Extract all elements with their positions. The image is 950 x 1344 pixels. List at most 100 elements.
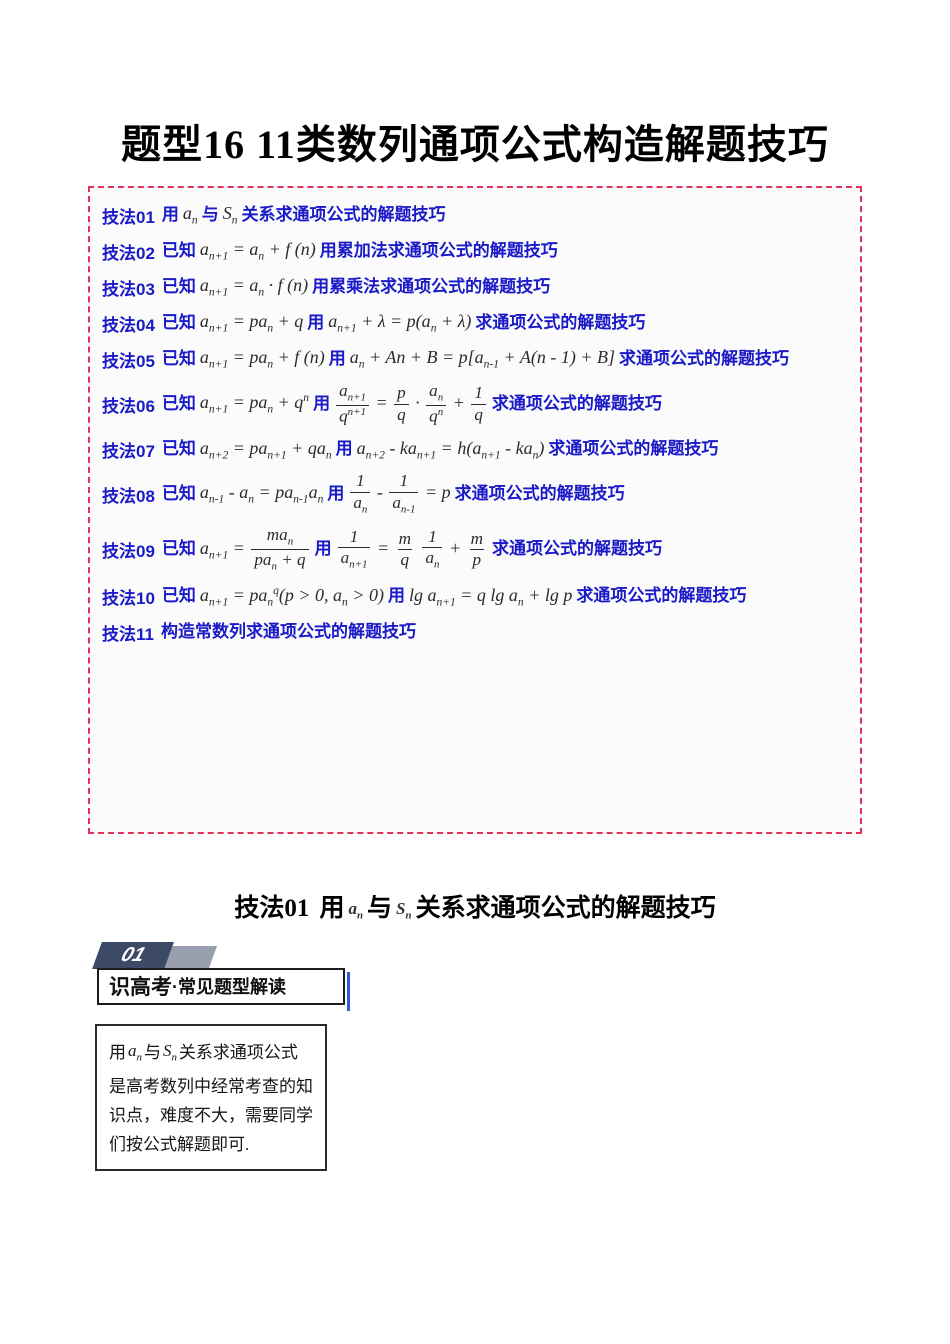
- math-formula: an + An + B = p[an-1 + A(n - 1) + B]: [349, 347, 615, 371]
- chinese-text: 已知: [161, 240, 196, 260]
- chinese-text: 用: [307, 312, 325, 332]
- technique-item: 技法11 构造常数列求通项公式的解题技巧: [102, 619, 850, 645]
- math-formula: an+1 + λ = p(an + λ): [328, 311, 472, 335]
- chinese-text: 求通项公式的解题技巧: [475, 312, 646, 332]
- banner-title-strong: 识高考: [109, 976, 172, 1000]
- chinese-text: 与: [201, 204, 219, 224]
- chinese-text: 与: [143, 1042, 161, 1062]
- chinese-text: 用: [387, 586, 405, 605]
- chinese-text: 用: [314, 539, 332, 559]
- chinese-text: 已知: [161, 348, 196, 368]
- technique-label: 技法10: [102, 588, 155, 608]
- chinese-text: 已知: [161, 312, 196, 332]
- chinese-text: 求通项公式的解题技巧: [618, 348, 789, 368]
- math-formula: an: [348, 899, 364, 922]
- badge-number: 01: [92, 941, 174, 969]
- chinese-text: 与: [367, 895, 393, 922]
- chinese-text: 已知: [161, 539, 196, 559]
- chinese-text: 求通项公式的解题技巧: [491, 393, 662, 413]
- technique-label: 技法05: [102, 351, 155, 371]
- chinese-text: 已知: [161, 483, 196, 503]
- chinese-text: 用: [109, 1042, 126, 1062]
- technique-label: 技法02: [102, 243, 155, 263]
- chinese-text: 用: [335, 438, 353, 458]
- chinese-text: 用: [328, 348, 346, 368]
- math-formula: an+1 = an + f (n): [199, 239, 316, 263]
- chinese-text: 求通项公式的解题技巧: [576, 586, 747, 605]
- technique-label: 技法01: [102, 207, 155, 227]
- chinese-text: 求通项公式的解题技巧: [454, 483, 625, 503]
- chinese-text: 用累加法求通项公式的解题技巧: [319, 240, 558, 260]
- technique-label: 技法08: [102, 486, 155, 506]
- technique-label: 技法09: [102, 542, 155, 562]
- math-formula: an+1 = panq(p > 0, an > 0): [199, 584, 384, 609]
- chinese-text: 求通项公式的解题技巧: [548, 438, 719, 458]
- math-formula: Sn: [222, 203, 238, 227]
- math-formula: Sn: [162, 1040, 177, 1064]
- banner-title-box: 识高考·常见题型解读: [97, 967, 350, 1011]
- math-formula: an+1 = pan + f (n): [199, 347, 325, 371]
- chinese-text: 用累乘法求通项公式的解题技巧: [312, 276, 551, 296]
- technique-label: 技法11: [102, 624, 154, 644]
- chinese-text: 已知: [161, 276, 196, 296]
- chinese-text: 用: [327, 483, 345, 503]
- math-formula: an+1 = an · f (n): [199, 275, 309, 299]
- document-title: 题型16 11类数列通项公式构造解题技巧: [121, 122, 829, 167]
- technique-text: 构造常数列求通项公式的解题技巧: [161, 621, 416, 644]
- chinese-text: 已知: [161, 586, 196, 605]
- chinese-text: 用: [313, 393, 331, 413]
- chinese-text: 关系求通项公式的解题技巧: [241, 204, 446, 224]
- math-formula: an+2 - kan+1 = h(an+1 - kan): [356, 437, 545, 462]
- exam-insight-banner: 01 识高考·常见题型解读: [92, 941, 515, 1011]
- chinese-text: 构造常数列求通项公式的解题技巧: [160, 622, 416, 641]
- math-formula: an+1 = pan + q: [199, 311, 304, 335]
- technique-label: 技法03: [102, 279, 155, 299]
- chinese-text: 用: [161, 204, 179, 224]
- technique-label: 技法04: [102, 315, 155, 335]
- math-formula: lg an+1 = q lg an + lg p: [408, 584, 573, 609]
- chinese-text: 关系求通项公式的解题技巧: [415, 895, 716, 922]
- math-formula: an: [182, 203, 198, 227]
- math-formula: an: [128, 1040, 142, 1064]
- banner-title-rest: ·常见题型解读: [172, 977, 286, 998]
- math-formula: Sn: [396, 899, 412, 922]
- chinese-text: 求通项公式的解题技巧: [492, 539, 662, 559]
